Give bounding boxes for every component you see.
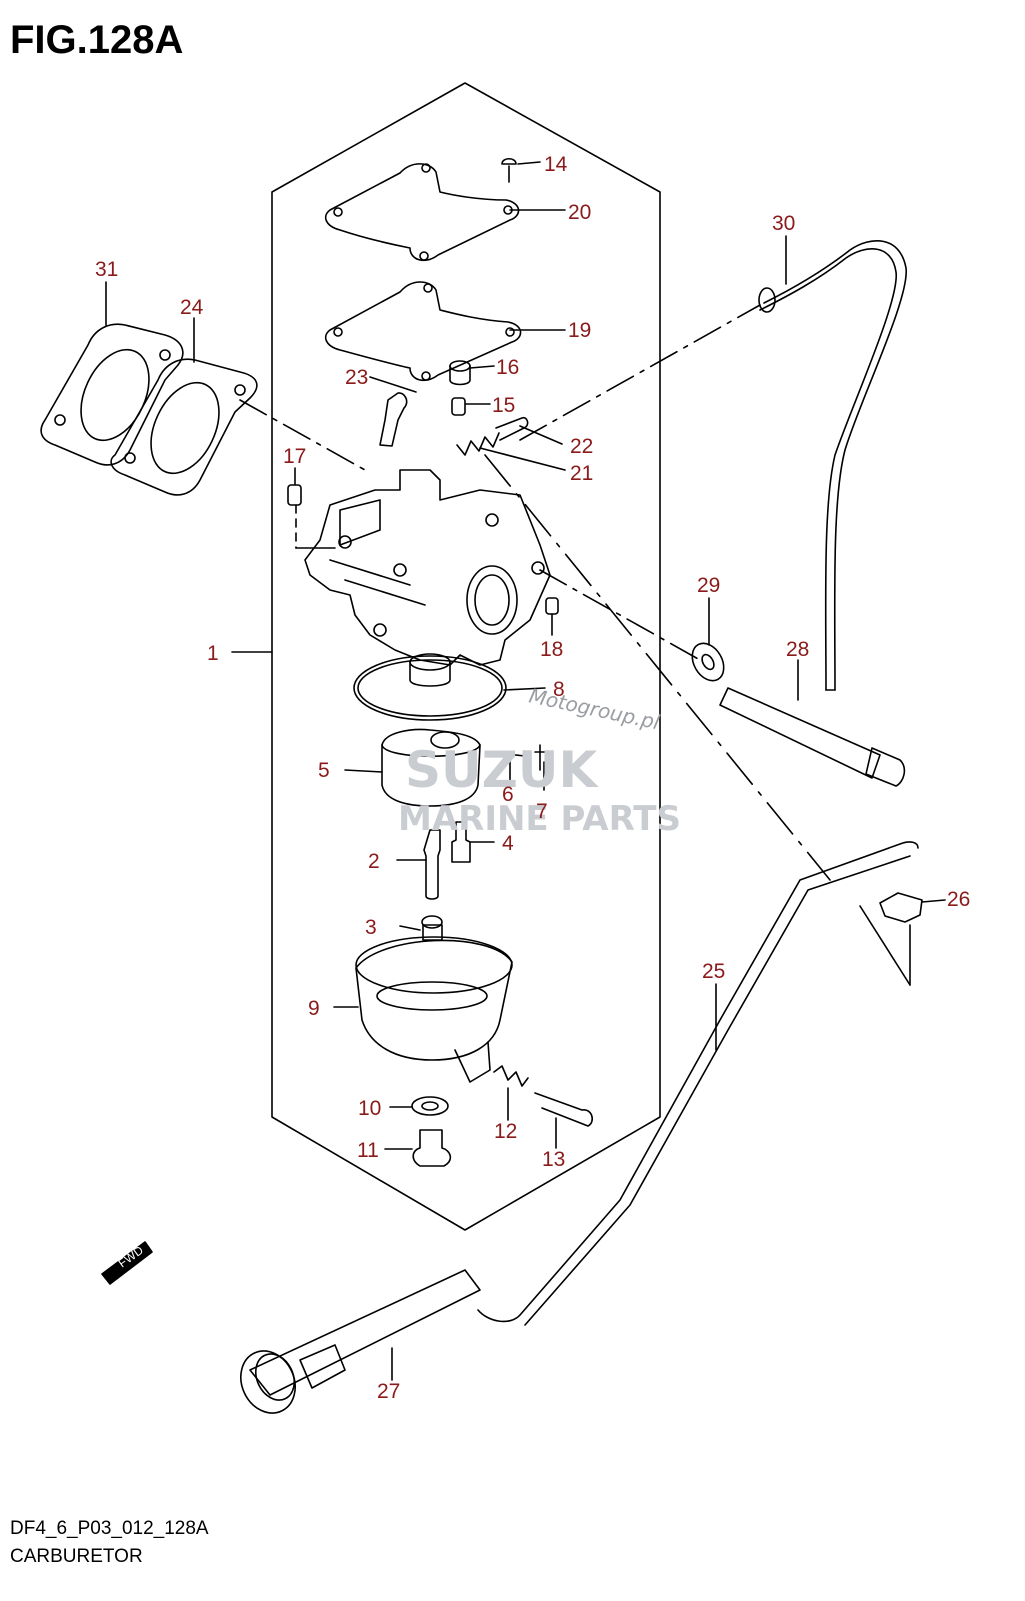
callout-10: 10 — [358, 1097, 381, 1120]
callouts: 1 2 3 4 5 6 7 8 9 10 11 12 13 14 15 16 1… — [95, 153, 970, 1403]
callout-6: 6 — [502, 783, 514, 806]
callout-2: 2 — [368, 850, 380, 873]
part-30-hose — [763, 239, 907, 691]
callout-12: 12 — [494, 1120, 517, 1143]
callout-8: 8 — [553, 678, 565, 701]
callout-17: 17 — [283, 445, 306, 468]
callout-16: 16 — [496, 356, 519, 379]
part-24-gasket — [110, 358, 258, 496]
callout-13: 13 — [542, 1148, 565, 1171]
callout-15: 15 — [492, 394, 515, 417]
part-19-gasket — [324, 281, 522, 382]
watermark-line-1: Motogroup.pl — [527, 683, 662, 734]
callout-28: 28 — [786, 638, 809, 661]
diagram-code: DF4_6_P03_012_128A — [10, 1518, 209, 1539]
callout-19: 19 — [568, 319, 591, 342]
callout-20: 20 — [568, 201, 591, 224]
callout-22: 22 — [570, 435, 593, 458]
part-31-flange — [40, 323, 184, 466]
callout-31: 31 — [95, 258, 118, 281]
callout-11: 11 — [357, 1139, 379, 1162]
callout-1: 1 — [207, 642, 219, 665]
callout-18: 18 — [540, 638, 563, 661]
callout-14: 14 — [544, 153, 568, 176]
assembly-outline — [271, 82, 661, 1231]
watermark: Motogroup.pl SUZUK MARINE PARTS — [398, 683, 681, 839]
callout-23: 23 — [345, 366, 368, 389]
callout-24: 24 — [180, 296, 204, 319]
callout-21: 21 — [570, 462, 593, 485]
callout-4: 4 — [502, 832, 514, 855]
part-27-knob — [249, 1269, 481, 1396]
callout-25: 25 — [702, 960, 725, 983]
part-9-float-bowl — [355, 939, 513, 1061]
callout-5: 5 — [318, 759, 330, 782]
carburetor-body — [304, 469, 551, 666]
callout-29: 29 — [697, 574, 720, 597]
part-5-float — [381, 728, 481, 807]
part-8-oring — [353, 655, 507, 721]
callout-30: 30 — [772, 212, 795, 235]
callout-3: 3 — [365, 916, 377, 939]
callout-9: 9 — [308, 997, 320, 1020]
part-20-plate — [324, 163, 520, 262]
part-25-rod — [477, 841, 919, 1323]
diagram-name: CARBURETOR — [10, 1546, 143, 1567]
callout-27: 27 — [377, 1380, 400, 1403]
watermark-line-2: SUZUK — [405, 741, 599, 799]
watermark-line-3: MARINE PARTS — [398, 799, 681, 839]
callout-26: 26 — [947, 888, 970, 911]
part-28-bolt — [719, 687, 881, 779]
figure-title: FIG.128A — [10, 18, 184, 62]
callout-7: 7 — [536, 800, 548, 823]
